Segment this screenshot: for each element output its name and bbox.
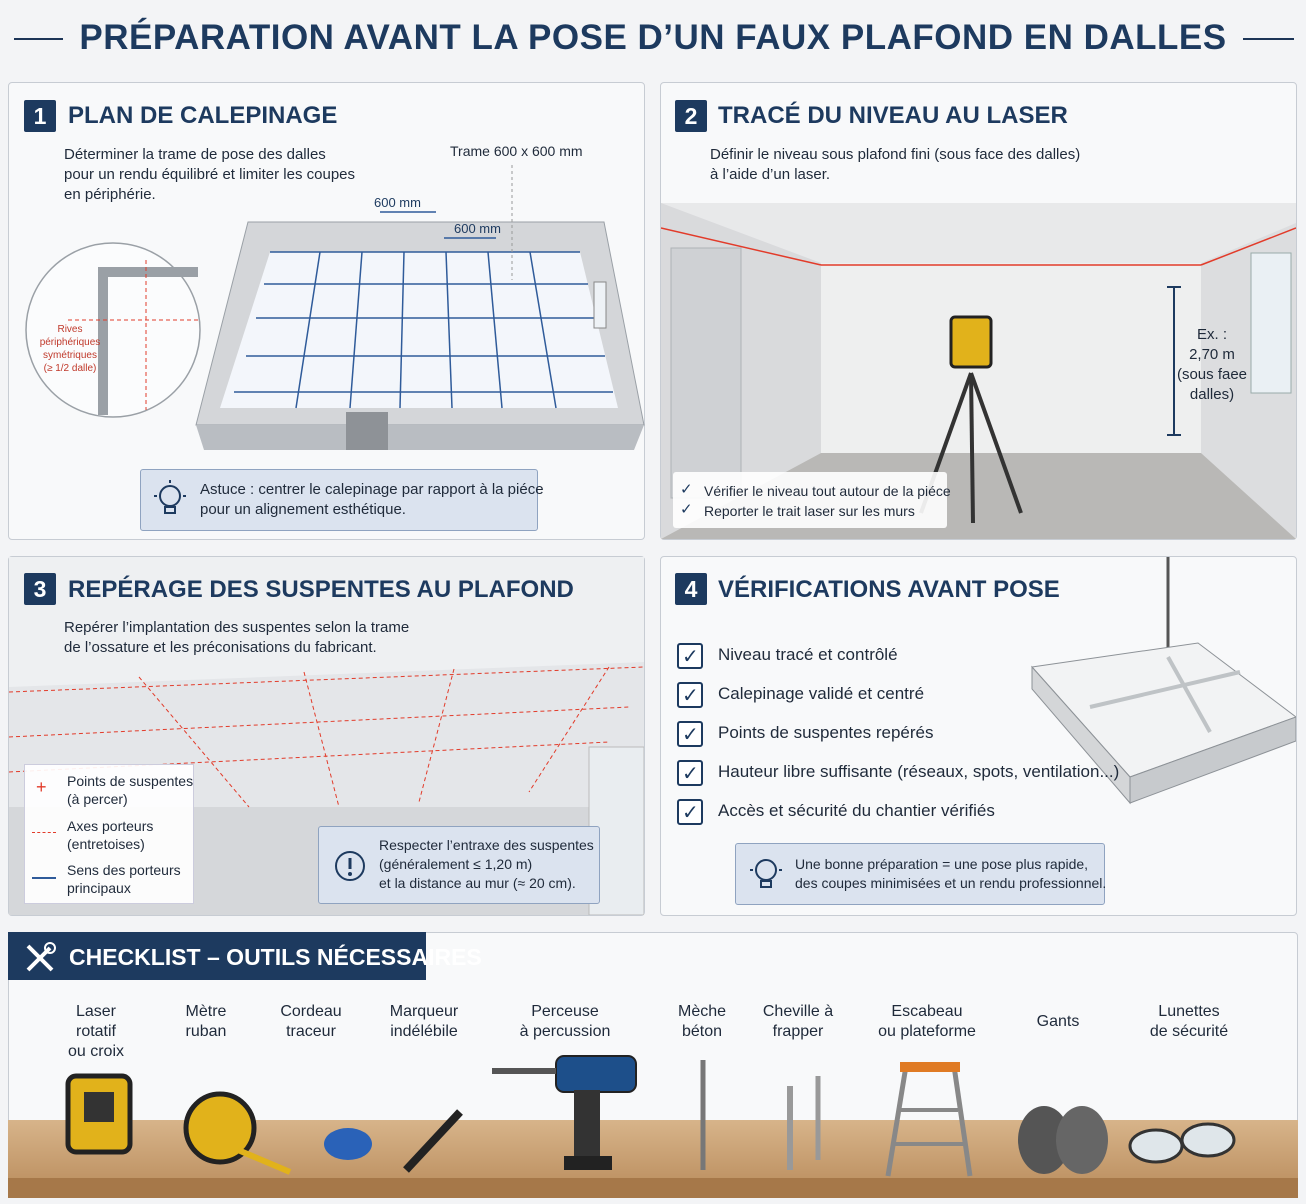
ceiling-tile-illustration — [1031, 557, 1296, 805]
tools-illustrations — [65, 1055, 1236, 1177]
dim-label-1: 600 mm — [374, 195, 421, 210]
tool-label-lunettes: Lunettes de sécurité — [1149, 1003, 1229, 1040]
room-window — [593, 281, 607, 329]
panel2-check-1: Vérifier le niveau tout autour de la pié… — [704, 483, 951, 499]
check-icon-a: ✓ — [680, 481, 693, 498]
panel1-text: Déterminer la trame de pose des dalles p… — [64, 146, 355, 203]
legend-line-blue — [32, 877, 56, 879]
tool-label-meche: Mèche béton — [677, 1003, 727, 1040]
wood-shelf-edge — [8, 1178, 1298, 1198]
check-icon-b: ✓ — [680, 501, 693, 518]
legend-dash-red — [32, 832, 56, 833]
check-label-5: Accès et sécurité du chantier vérifiés — [718, 801, 995, 820]
title-bar: PRÉPARATION AVANT LA POSE D’UN FAUX PLAF… — [0, 0, 1306, 80]
tool-label-cheville: Cheville à frapper — [762, 1003, 834, 1040]
tool-label-gants: Gants — [1036, 1013, 1080, 1030]
drill-icon — [492, 1055, 637, 1170]
panel3-title: REPÉRAGE DES SUSPENTES AU PLAFOND — [68, 576, 574, 603]
check-icon: ✓ — [682, 646, 699, 668]
panel2-title: TRACÉ DU NIVEAU AU LASER — [718, 102, 1068, 129]
tool-label-perceuse: Perceuse à percussion — [519, 1003, 611, 1040]
panel1-tip-box — [140, 469, 538, 531]
panel1-tip: Astuce : centrer le calepinage par rappo… — [200, 481, 544, 518]
tools-title: CHECKLIST – OUTILS NÉCESSAIRES — [69, 944, 482, 970]
tape-measure-icon — [183, 1091, 292, 1175]
legend-item-2: Axes porteurs (entretoises) — [67, 818, 154, 852]
panel2-text: Définir le niveau sous plafond fini (sou… — [710, 146, 1081, 183]
room-plan-illustration — [25, 165, 645, 450]
panel3-note: Respecter l’entraxe des suspentes (génér… — [379, 837, 594, 891]
checkbox-1[interactable]: ✓ — [677, 643, 703, 669]
marker-icon — [403, 1109, 463, 1173]
tool-label-marqueur: Marqueur indélébile — [389, 1003, 459, 1040]
check-label-4: Hauteur libre suffisante (réseaux, spots… — [718, 762, 1120, 781]
room-door — [346, 412, 388, 450]
chalk-line-icon — [324, 1128, 372, 1160]
tools-icon — [26, 942, 56, 972]
check-label-2: Calepinage validé et centré — [718, 684, 925, 703]
tool-label-laser: Laser rotatif ou croix — [67, 1003, 125, 1060]
step-number-3: 3 — [24, 573, 56, 605]
laser-tool-icon — [65, 1073, 133, 1155]
room-front-wall — [196, 425, 644, 450]
panel1-title: PLAN DE CALEPINAGE — [68, 102, 338, 129]
tools-header — [8, 932, 426, 980]
legend-box — [24, 764, 194, 904]
panel4-tip-box — [735, 843, 1105, 905]
zoom-circle — [25, 242, 201, 418]
grid-label: Trame 600 x 600 mm — [450, 143, 583, 159]
room-floor — [220, 252, 618, 408]
panel3-note-box — [318, 826, 600, 904]
step-number-1: 1 — [24, 100, 56, 132]
panel2-check-2: Reporter le trait laser sur les murs — [704, 503, 915, 519]
suspente-point-icon: + — [36, 777, 47, 797]
stepladder-icon — [885, 1062, 973, 1177]
check-icon: ✓ — [682, 724, 699, 746]
zoom-label: Rives périphériques symétriques (≥ 1/2 d… — [39, 324, 101, 374]
check-label-1: Niveau tracé et contrôlé — [718, 645, 898, 664]
check-icon: ✓ — [682, 802, 699, 824]
safety-glasses-icon — [1128, 1122, 1236, 1164]
checkbox-3[interactable]: ✓ — [677, 721, 703, 747]
panel3-text: Repérer l’implantation des suspentes sel… — [64, 619, 410, 656]
tool-label-escabeau: Escabeau ou plateforme — [878, 1003, 976, 1040]
step-number-2: 2 — [675, 100, 707, 132]
tool-label-cordeau: Cordeau traceur — [280, 1003, 342, 1040]
legend-item-1: Points de suspentes (à percer) — [67, 773, 194, 807]
tool-label-metre: Mètre ruban — [185, 1003, 227, 1040]
checkbox-5[interactable]: ✓ — [677, 799, 703, 825]
panel2-check-box — [673, 472, 947, 528]
page-title: PRÉPARATION AVANT LA POSE D’UN FAUX PLAF… — [0, 18, 1306, 58]
gloves-icon — [1018, 1106, 1108, 1174]
checkbox-2[interactable]: ✓ — [677, 682, 703, 708]
warning-icon — [335, 851, 365, 881]
check-label-3: Points de suspentes repérés — [718, 723, 934, 742]
step-number-4: 4 — [675, 573, 707, 605]
checkbox-4[interactable]: ✓ — [677, 760, 703, 786]
lightbulb-icon — [154, 480, 186, 514]
legend-item-3: Sens des porteurs principaux — [67, 862, 181, 896]
check-icon: ✓ — [682, 685, 699, 707]
height-note: Ex. : 2,70 m (sous faee dalles) — [1176, 326, 1248, 403]
lightbulb-icon — [750, 859, 782, 888]
anchor-icon — [787, 1076, 821, 1170]
panel4-tip: Une bonne préparation = une pose plus ra… — [795, 856, 1107, 891]
dim-label-2: 600 mm — [454, 221, 501, 236]
panel4-title: VÉRIFICATIONS AVANT POSE — [718, 576, 1060, 603]
check-icon: ✓ — [682, 763, 699, 785]
